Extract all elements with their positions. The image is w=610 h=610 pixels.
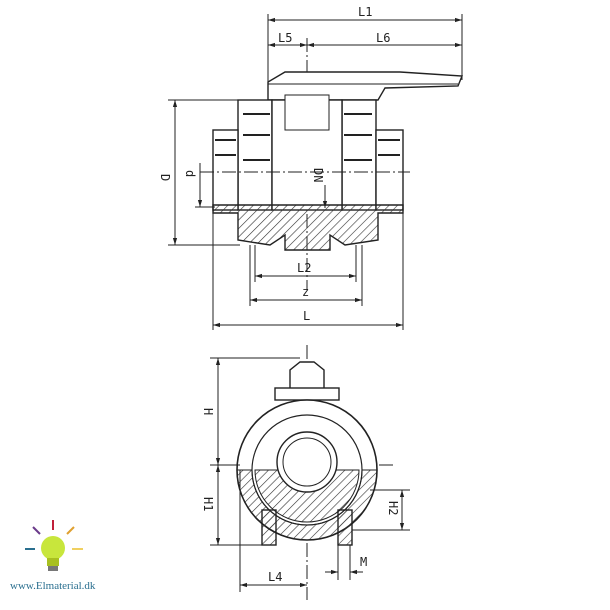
label-L2: L2 xyxy=(297,261,311,275)
side-view xyxy=(168,14,464,330)
label-d: d xyxy=(183,170,197,177)
label-H: H xyxy=(201,408,215,415)
label-H1: H1 xyxy=(201,497,215,511)
label-D: D xyxy=(158,174,172,181)
label-z: z xyxy=(302,285,309,299)
label-L6: L6 xyxy=(376,31,390,45)
label-L: L xyxy=(303,309,310,323)
label-L1: L1 xyxy=(358,5,372,19)
label-L4: L4 xyxy=(268,570,282,584)
stem xyxy=(289,361,325,392)
label-L5: L5 xyxy=(278,31,292,45)
label-DN: DN xyxy=(311,168,325,182)
lightbulb-logo-icon xyxy=(25,520,83,571)
handle xyxy=(267,71,464,101)
logo-text: www.Elmaterial.dk xyxy=(10,580,96,592)
label-H2: H2 xyxy=(386,501,400,515)
label-M: M xyxy=(360,555,367,569)
section-hatch xyxy=(212,204,404,251)
dimension-labels: L1 L5 L6 D d DN L2 z L H H1 H2 L4 M xyxy=(158,5,400,584)
front-view xyxy=(210,345,410,600)
